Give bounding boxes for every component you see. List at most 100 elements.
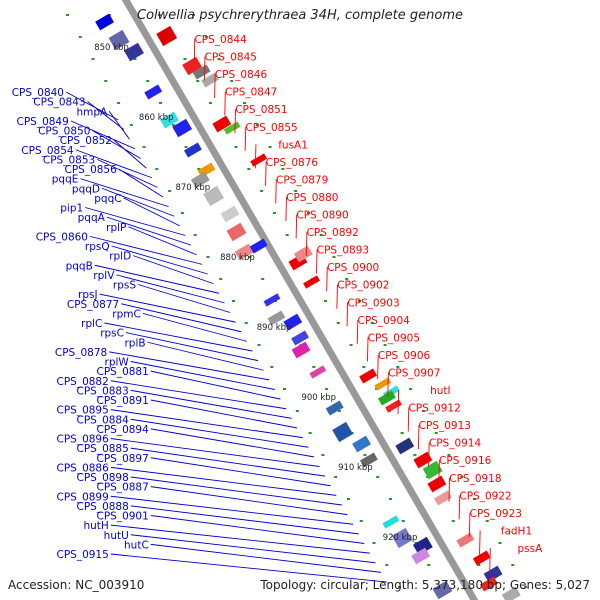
gene-feature-49 <box>472 550 491 566</box>
gene-label: CPS_0885 <box>76 443 128 455</box>
gene-label: rplW <box>105 357 130 369</box>
tick-dot <box>260 190 264 192</box>
scale-label: 870 kbp <box>175 183 210 193</box>
tick-dot <box>295 410 299 412</box>
leader-line <box>65 91 119 121</box>
gene-label: CPS_0843 <box>33 97 85 109</box>
gene-label: rpsQ <box>85 241 110 253</box>
leader-line <box>203 56 206 81</box>
gene-feature-51 <box>432 580 453 600</box>
tick-dot <box>370 322 374 324</box>
gene-label: pqqE <box>52 174 79 186</box>
leader-line <box>356 319 359 344</box>
tick-dot <box>376 476 380 478</box>
tick-dot <box>155 168 159 170</box>
leader-line <box>110 524 370 554</box>
tick-dot <box>325 388 329 390</box>
gene-label: CPS_0899 <box>56 491 108 503</box>
gene-label: CPS_0854 <box>21 145 74 157</box>
gene-label: CPS_0849 <box>16 116 68 128</box>
tick-dot <box>312 366 316 368</box>
tick-dot <box>180 212 184 214</box>
leader-line <box>234 109 236 134</box>
gene-label: pqqC <box>94 193 121 205</box>
leader-line <box>150 543 382 573</box>
leader-line <box>110 380 287 410</box>
gene-feature-36 <box>332 421 354 443</box>
tick-dot <box>427 564 431 566</box>
gene-feature-4 <box>182 56 203 76</box>
leader-line <box>123 197 180 227</box>
gene-label: CPS_0880 <box>286 192 338 204</box>
leader-line <box>397 390 400 415</box>
gene-feature-2 <box>124 42 144 62</box>
leader-line <box>407 407 410 432</box>
scale-label: 880 kbp <box>220 253 255 263</box>
gene-label: CPS_0914 <box>429 438 482 450</box>
gene-feature-45 <box>391 527 413 549</box>
leader-line <box>130 505 359 535</box>
tick-dot <box>363 454 367 456</box>
tick-dot <box>485 520 489 522</box>
tick-dot <box>409 388 413 390</box>
tick-dot <box>414 542 418 544</box>
tick-dot <box>91 58 95 60</box>
gene-feature-52 <box>479 576 498 592</box>
tick-dot <box>349 344 353 346</box>
gene-feature-25 <box>267 310 286 326</box>
leader-line <box>366 337 369 362</box>
tick-dot <box>243 102 247 104</box>
leader-line <box>346 302 349 327</box>
gene-feature-18 <box>226 222 247 242</box>
gene-label: hutH <box>83 520 108 532</box>
tick-dot <box>388 498 392 500</box>
leader-line <box>118 168 164 198</box>
gene-label: rplP <box>106 222 126 234</box>
leader-line <box>130 389 292 419</box>
gene-feature-15 <box>190 171 210 189</box>
scale-label: 850 kbp <box>94 43 129 53</box>
gene-label: CPS_0876 <box>266 157 319 169</box>
gene-feature-48 <box>456 532 475 548</box>
leader-line <box>285 196 287 221</box>
tick-dot <box>383 344 387 346</box>
gene-feature-8 <box>160 111 179 129</box>
gene-feature-53 <box>501 586 521 600</box>
leader-line <box>254 144 257 169</box>
leader-line <box>265 161 267 186</box>
leader-line <box>125 332 259 362</box>
gene-feature-27 <box>291 330 309 346</box>
leader-line <box>150 515 365 544</box>
tick-dot <box>104 80 108 82</box>
tick-dot <box>345 278 349 280</box>
tick-dot <box>217 58 221 60</box>
leader-line <box>99 293 236 323</box>
leader-line <box>147 341 264 371</box>
gene-feature-0 <box>95 13 115 31</box>
gene-label: hutC <box>124 539 149 551</box>
leader-line <box>150 457 331 487</box>
gene-label: hutI <box>430 385 451 397</box>
tick-dot <box>396 366 400 368</box>
tick-dot <box>234 146 238 148</box>
gene-feature-22 <box>293 245 313 263</box>
leader-line <box>150 399 298 429</box>
tick-dot <box>157 14 161 16</box>
tick-dot <box>65 14 69 16</box>
leader-line <box>479 530 481 555</box>
tick-dot <box>400 432 404 434</box>
leader-line <box>108 110 130 140</box>
tick-dot <box>421 410 425 412</box>
leader-line <box>101 187 175 217</box>
gene-feature-31 <box>374 377 392 391</box>
gene-feature-43 <box>434 490 452 506</box>
gene-label: rpsJ <box>78 289 98 301</box>
tick-dot <box>255 124 259 126</box>
topology-text: Topology: circular; Length: 5,373,180 bp… <box>260 578 590 592</box>
leader-line <box>121 303 242 333</box>
gene-feature-38 <box>359 452 378 468</box>
gene-label: rpsC <box>100 328 124 340</box>
accession-text: Accession: NC_003910 <box>8 578 145 592</box>
tick-dot <box>398 586 402 588</box>
tick-dot <box>206 256 210 258</box>
